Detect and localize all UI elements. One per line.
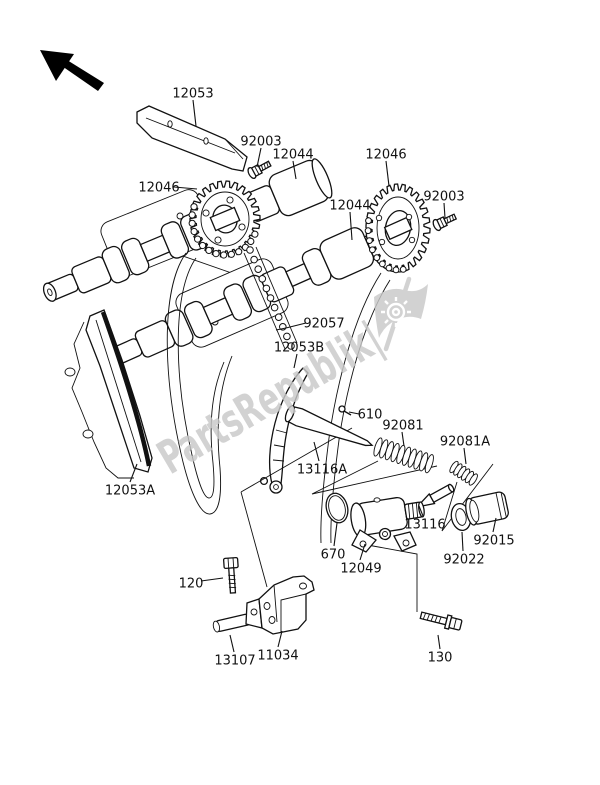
- chain-guide-upper-12053: [136, 105, 248, 172]
- part-labels-layer: 1205392003120441204612046120449200392057…: [105, 87, 515, 669]
- cam-sprocket-12046-b: [365, 183, 431, 273]
- bolt-92003-a: [245, 157, 274, 181]
- push-rod-13116A: [284, 405, 374, 447]
- leader-line-92057: [275, 322, 307, 331]
- leader-line-12044: [292, 160, 297, 180]
- leader-line-12053: [192, 99, 197, 127]
- leader-line-12053A: [129, 463, 138, 483]
- part-label-92057: 92057: [303, 317, 344, 332]
- leader-line-92081A: [463, 447, 467, 465]
- cap-92015: [465, 491, 509, 526]
- leader-line-92003: [443, 202, 446, 219]
- leader-line-12053B: [293, 353, 298, 369]
- pin-13107: [212, 613, 253, 633]
- part-label-12046: 12046: [138, 181, 179, 196]
- leader-line-92081: [401, 431, 405, 447]
- tensioner-spring-92081A: [449, 460, 478, 486]
- leader-line-13116A: [313, 441, 320, 462]
- direction-arrow-icon: [40, 50, 104, 91]
- part-label-92015: 92015: [473, 534, 514, 549]
- o-ring-670: [325, 492, 349, 524]
- chain-guide-rear-12053B: [259, 367, 309, 494]
- part-label-11034: 11034: [257, 649, 298, 664]
- leader-line-130: [437, 634, 441, 650]
- pin-610: [338, 405, 352, 416]
- cam-chain-92057: [188, 203, 407, 350]
- leader-line-610: [348, 411, 360, 415]
- leader-line-92003: [256, 147, 262, 168]
- part-label-12044: 12044: [329, 199, 370, 214]
- tensioner-spring-92081: [373, 437, 434, 474]
- leader-line-92022: [461, 531, 464, 552]
- part-label-13116A: 13116A: [297, 463, 347, 478]
- leader-line-12049: [359, 543, 366, 561]
- flag-icon: [374, 284, 428, 338]
- part-label-92022: 92022: [443, 553, 484, 568]
- part-label-92003: 92003: [423, 190, 464, 205]
- bracket-11034: [245, 575, 315, 635]
- part-label-12046: 12046: [365, 148, 406, 163]
- part-label-12044: 12044: [272, 148, 313, 163]
- part-label-13116: 13116: [404, 518, 445, 533]
- tensioner-body-12049: [350, 496, 425, 553]
- part-label-92003: 92003: [240, 135, 281, 150]
- leader-line-13107: [229, 634, 235, 653]
- alignment-lines: [240, 427, 494, 612]
- part-label-130: 130: [428, 651, 453, 666]
- part-label-12053: 12053: [172, 87, 213, 102]
- cam-sprocket-12046-a: [189, 180, 261, 258]
- part-label-670: 670: [321, 548, 346, 563]
- leader-line-12046: [173, 186, 198, 190]
- part-label-12053B: 12053B: [274, 341, 324, 356]
- part-label-92081: 92081: [382, 419, 423, 434]
- chain-guide-front-12053A: [64, 309, 153, 479]
- part-label-120: 120: [179, 577, 204, 592]
- leader-line-670: [333, 522, 338, 547]
- bolt-130: [419, 611, 463, 631]
- part-label-12049: 12049: [340, 562, 381, 577]
- leader-line-11034: [277, 630, 283, 648]
- gear-icon: [381, 297, 411, 327]
- bolt-120: [222, 556, 239, 594]
- part-label-610: 610: [358, 408, 383, 423]
- leader-line-120: [200, 577, 224, 582]
- leader-line-12044: [349, 211, 353, 241]
- cam-chain-left-run: [166, 252, 233, 515]
- part-label-92081A: 92081A: [440, 435, 490, 450]
- leader-line-92015: [492, 517, 497, 533]
- part-label-13107: 13107: [214, 654, 255, 669]
- leader-line-13116: [418, 505, 424, 517]
- part-label-12053A: 12053A: [105, 484, 155, 499]
- leader-line-12046: [385, 160, 390, 187]
